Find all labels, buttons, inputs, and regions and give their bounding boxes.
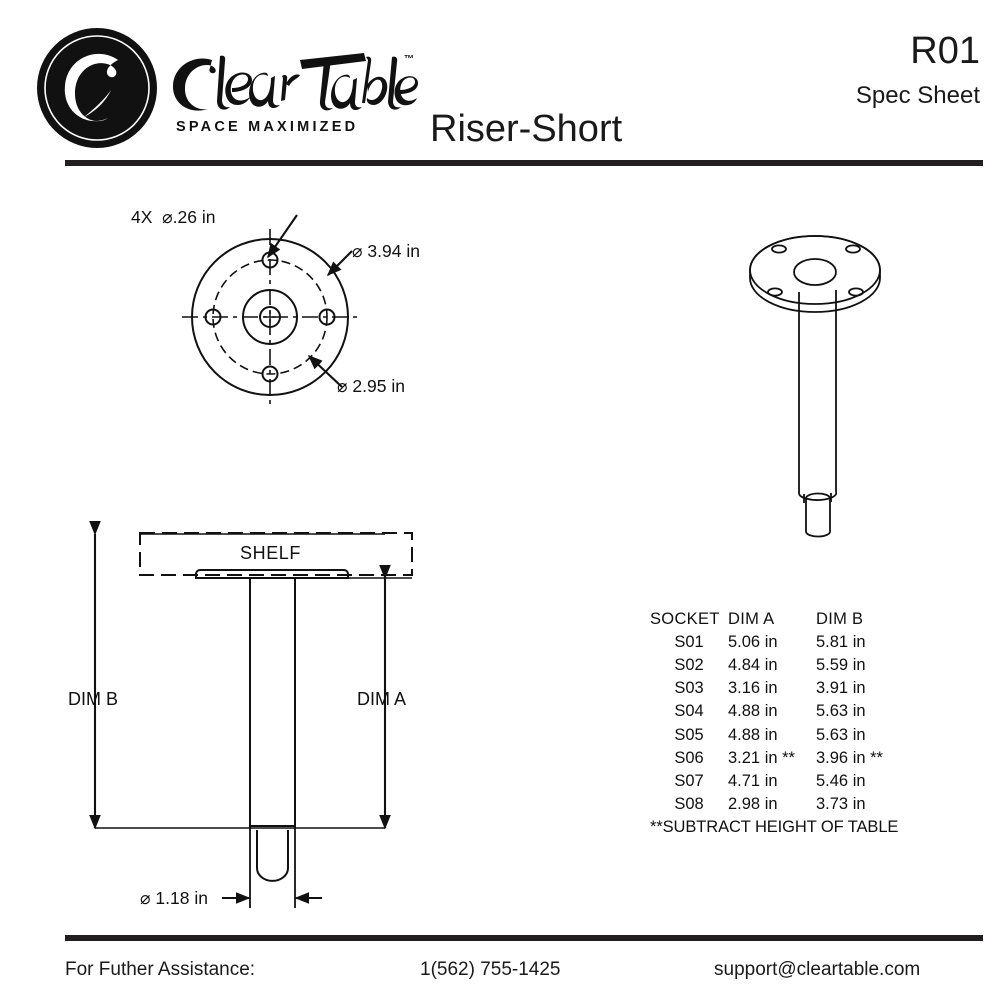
cell-socket: S06 [674, 748, 704, 767]
cell-dim-a: 3.16 in [728, 679, 778, 698]
cell-dim-a: 5.06 in [728, 633, 778, 652]
isometric-view-drawing [749, 235, 881, 538]
outer-diameter-label: ⌀ 3.94 in [352, 241, 420, 261]
mounting-hole-bottom [261, 365, 279, 383]
table-row: S04 4.88 in 5.63 in [650, 700, 911, 723]
cell-dim-a: 4.88 in [728, 702, 778, 721]
table-row: S08 2.98 in 3.73 in [650, 793, 911, 816]
iso-hole-back-left [771, 244, 787, 254]
cleartable-wordmark: ™ [168, 48, 418, 118]
sheet-kind-label: Spec Sheet [855, 82, 980, 109]
cell-socket: S07 [674, 771, 704, 790]
mounting-hole-top [261, 251, 279, 269]
cleartable-logo-icon [36, 27, 158, 149]
center-boss-circle [242, 289, 298, 345]
socket-table-body: S01 5.06 in 5.81 in S02 4.84 in 5.59 in … [650, 631, 911, 816]
cell-dim-b: 3.73 in [816, 794, 866, 813]
cell-dim-a: 3.21 in ** [728, 748, 795, 767]
table-row: S02 4.84 in 5.59 in [650, 654, 911, 677]
mounting-hole-left [204, 308, 222, 326]
iso-post-bottom [798, 491, 838, 501]
iso-hole-back-right [845, 244, 861, 254]
dim-a-label: DIM A [357, 689, 407, 709]
cell-dim-b: 3.96 in ** [816, 748, 883, 767]
cell-dim-b: 5.81 in [816, 633, 866, 652]
cell-socket: S05 [674, 725, 704, 744]
bolt-circle [212, 259, 328, 375]
dim-b-label: DIM B [68, 689, 119, 709]
table-footnote: **SUBTRACT HEIGHT OF TABLE [650, 817, 899, 836]
iso-stub-top [805, 492, 831, 500]
header-rule [65, 160, 983, 166]
page-title: Riser-Short [430, 108, 623, 150]
iso-hole-front-right [848, 287, 864, 297]
cell-dim-b: 5.46 in [816, 771, 866, 790]
brand-tagline: SPACE MAXIMIZED [176, 119, 359, 135]
iso-hole-front-left [767, 287, 783, 297]
flange-thickness [749, 235, 881, 313]
svg-text:™: ™ [404, 54, 414, 65]
footer-email[interactable]: support@cleartable.com [714, 959, 921, 980]
cell-socket: S02 [674, 656, 704, 675]
table-row: S06 3.21 in ** 3.96 in ** [650, 747, 911, 770]
post-diameter-label: ⌀ 1.18 in [140, 888, 208, 908]
cell-socket: S08 [674, 794, 704, 813]
cell-socket: S03 [674, 679, 704, 698]
hole-callout-label: 4X ⌀.26 in [131, 207, 216, 227]
shelf-label: SHELF [240, 543, 302, 563]
socket-dimension-table: SOCKET DIM A DIM B S01 5.06 in 5.81 in S… [650, 608, 911, 837]
table-row: S01 5.06 in 5.81 in [650, 631, 911, 654]
bolt-circle-label: ⌀ 2.95 in [337, 376, 405, 396]
table-row: S03 3.16 in 3.91 in [650, 677, 911, 700]
table-header-row: SOCKET DIM A DIM B [650, 608, 911, 631]
cell-dim-a: 2.98 in [728, 794, 778, 813]
cell-socket: S01 [674, 633, 704, 652]
hole-callout-leader [267, 214, 298, 259]
cell-socket: S04 [674, 702, 704, 721]
cell-dim-a: 4.88 in [728, 725, 778, 744]
flange-plate-profile [195, 569, 349, 579]
table-row: S07 4.71 in 5.46 in [650, 770, 911, 793]
cell-dim-b: 5.63 in [816, 702, 866, 721]
outer-diameter-leader [326, 250, 353, 277]
top-view-drawing [182, 229, 358, 405]
footer-phone[interactable]: 1(562) 755-1425 [420, 959, 561, 980]
socket-table-grid: SOCKET DIM A DIM B S01 5.06 in 5.81 in S… [650, 608, 911, 816]
part-number: R01 [910, 30, 980, 72]
front-view-drawing [95, 532, 413, 908]
center-hole-circle [259, 306, 281, 328]
cell-dim-b: 5.59 in [816, 656, 866, 675]
cell-dim-a: 4.71 in [728, 771, 778, 790]
stub-profile [256, 830, 289, 882]
footer-assistance-label: For Futher Assistance: [65, 959, 256, 980]
table-row: S05 4.88 in 5.63 in [650, 724, 911, 747]
iso-stub-bottom [805, 530, 831, 538]
cell-dim-b: 5.63 in [816, 725, 866, 744]
cell-dim-a: 4.84 in [728, 656, 778, 675]
flange-top-face [749, 235, 881, 305]
column-header-dim-a: DIM A [728, 610, 775, 628]
cell-dim-b: 3.91 in [816, 679, 866, 698]
column-header-dim-b: DIM B [816, 610, 864, 628]
iso-center-hole [793, 258, 837, 286]
column-header-socket: SOCKET [650, 610, 720, 628]
mounting-hole-right [318, 308, 336, 326]
footer-rule [65, 935, 983, 941]
outer-diameter-circle [191, 238, 349, 396]
